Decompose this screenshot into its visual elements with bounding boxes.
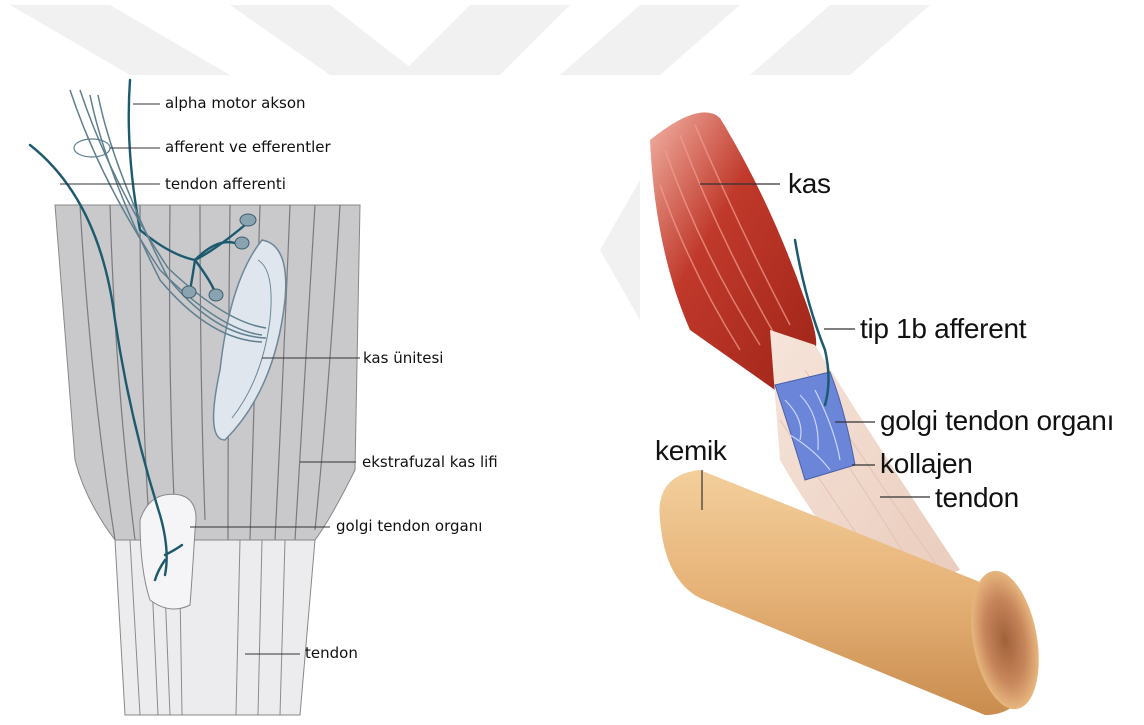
label-muscle-unit: kas ünitesi (363, 349, 443, 367)
label-tendon-left: tendon (305, 644, 358, 662)
label-extrafusal: ekstrafuzal kas lifi (362, 453, 498, 471)
label-golgi-left: golgi tendon organı (336, 517, 482, 535)
label-muscle: kas (788, 168, 831, 200)
label-collagen: kollajen (880, 448, 973, 480)
label-tendon-afferent: tendon afferenti (165, 175, 286, 193)
label-golgi-right: golgi tendon organı (880, 405, 1114, 437)
label-afferent-1b: tip 1b afferent (860, 313, 1026, 345)
left-golgi-organ (140, 494, 196, 609)
label-tendon-right: tendon (935, 482, 1019, 514)
label-bone: kemik (655, 435, 727, 467)
label-afferent-efferent: afferent ve efferentler (165, 138, 331, 156)
label-alpha-motor: alpha motor akson (165, 94, 306, 112)
